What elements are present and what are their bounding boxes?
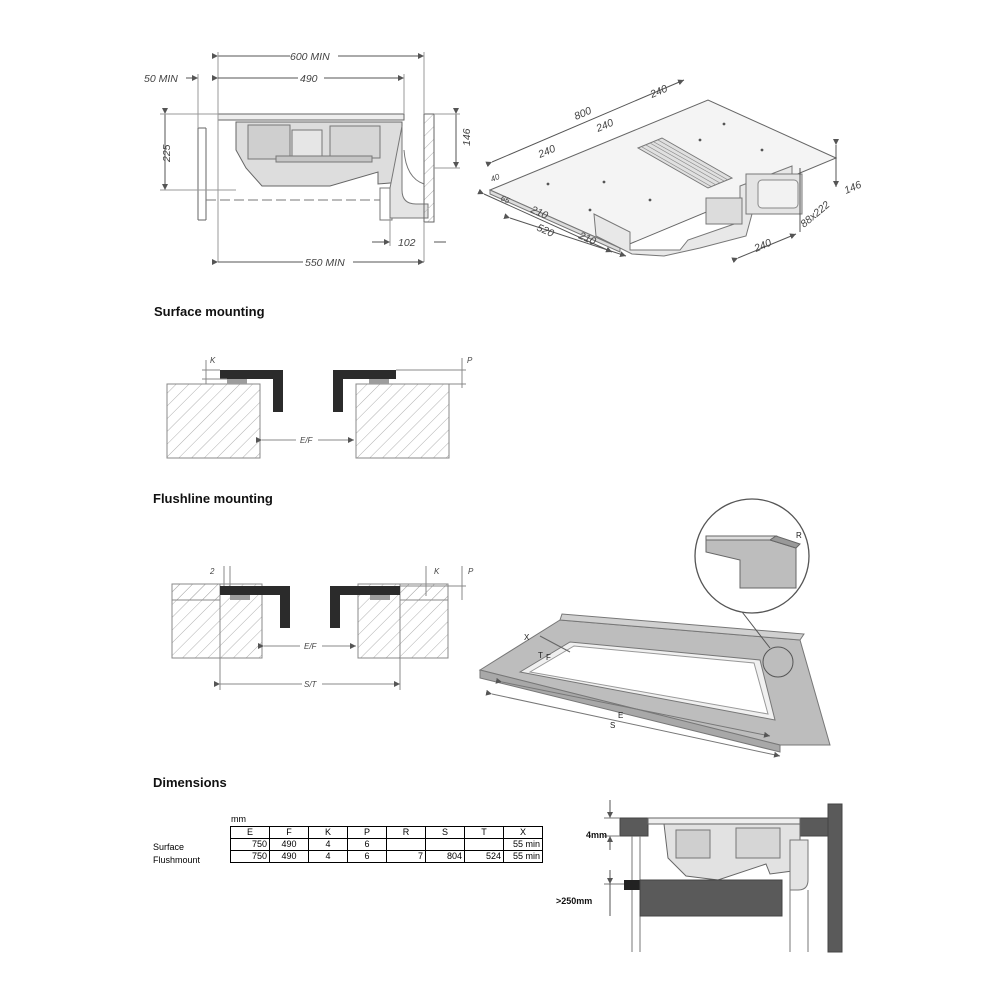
table-row: 750 490 4 6 55 min xyxy=(230,838,543,851)
cell: 4 xyxy=(308,838,348,851)
dim-88x222: 88x222 xyxy=(798,199,832,230)
dim-600-min: 600 MIN xyxy=(290,51,330,63)
surface-mounting-labels: K P E/F xyxy=(210,356,473,446)
row-label-surface: Surface xyxy=(153,842,185,852)
flushline-mounting-diagram xyxy=(171,566,466,690)
col-header: X xyxy=(503,826,543,839)
dim-102: 102 xyxy=(398,237,416,249)
label-ef-flush: E/F xyxy=(304,642,318,651)
cell: 55 min xyxy=(503,838,543,851)
dim-240-c: 240 xyxy=(536,143,558,161)
dim-146-iso: 146 xyxy=(842,179,863,197)
cell: 490 xyxy=(269,850,309,863)
cell xyxy=(464,838,504,851)
dim-240-d: 240 xyxy=(752,237,774,255)
surface-mounting-diagram xyxy=(166,358,466,459)
cell: 804 xyxy=(425,850,465,863)
clearance-notes: 4mm >250mm xyxy=(556,830,607,906)
dim-550-min: 550 MIN xyxy=(305,257,345,269)
note-4mm: 4mm xyxy=(586,830,607,840)
cell: 524 xyxy=(464,850,504,863)
table-header-row: E F K P R S T X xyxy=(230,826,543,839)
col-header: E xyxy=(230,826,270,839)
row-label-flushmount: Flushmount xyxy=(153,855,201,865)
col-header: R xyxy=(386,826,426,839)
units-label: mm xyxy=(231,814,246,824)
isometric-hob-view xyxy=(477,79,839,264)
label-ef-surface: E/F xyxy=(300,436,314,445)
col-header: F xyxy=(269,826,309,839)
table-row: 750 490 4 6 7 804 524 55 min xyxy=(230,850,543,863)
col-header: K xyxy=(308,826,348,839)
cell: 750 xyxy=(230,838,270,851)
cell: 4 xyxy=(308,850,348,863)
label-k-flush: K xyxy=(434,567,440,576)
dimensions-table: E F K P R S T X 750 490 4 6 55 min 750 4… xyxy=(230,826,543,863)
flushline-mounting-labels: 2 K P E/F S/T xyxy=(209,567,474,690)
dim-240-b: 240 xyxy=(594,117,616,135)
label-p-flush: P xyxy=(468,567,474,576)
dim-40: 40 xyxy=(489,172,501,184)
note-250mm: >250mm xyxy=(556,896,592,906)
label-s-iso: S xyxy=(610,721,615,730)
col-header: S xyxy=(425,826,465,839)
cell: 490 xyxy=(269,838,309,851)
label-x-iso: X xyxy=(524,633,530,642)
side-view-dimension-labels: 600 MIN 490 50 MIN 225 146 102 550 MIN xyxy=(144,49,473,269)
cell: 6 xyxy=(347,838,387,851)
cell: 55 min xyxy=(503,850,543,863)
dim-146: 146 xyxy=(461,128,473,146)
label-t-iso: T xyxy=(538,651,543,660)
label-r-iso: R xyxy=(796,531,802,540)
label-st-flush: S/T xyxy=(304,680,318,689)
dim-490: 490 xyxy=(300,73,318,85)
col-header: P xyxy=(347,826,387,839)
label-e-iso: E xyxy=(618,711,623,720)
dim-65: 65 xyxy=(499,194,511,206)
cell: 7 xyxy=(386,850,426,863)
side-elevation-view xyxy=(160,52,460,265)
cell xyxy=(386,838,426,851)
label-k-surface: K xyxy=(210,356,216,365)
dim-225: 225 xyxy=(161,144,173,163)
cell: 6 xyxy=(347,850,387,863)
surface-mounting-title: Surface mounting xyxy=(154,304,265,319)
flushline-mounting-title: Flushline mounting xyxy=(153,491,273,506)
col-header: T xyxy=(464,826,504,839)
label-2-flush: 2 xyxy=(209,567,215,576)
flushline-worktop-iso xyxy=(478,498,831,758)
cell: 750 xyxy=(230,850,270,863)
dimensions-title: Dimensions xyxy=(153,775,227,790)
flushline-iso-labels: X T F E S R xyxy=(524,531,802,730)
clearance-elevation-view xyxy=(604,800,843,953)
dim-240-a: 240 xyxy=(648,83,670,101)
label-p-surface: P xyxy=(467,356,473,365)
dim-520: 520 xyxy=(535,222,556,240)
cell xyxy=(425,838,465,851)
dim-50-min: 50 MIN xyxy=(144,73,178,85)
label-f-iso: F xyxy=(546,653,551,662)
